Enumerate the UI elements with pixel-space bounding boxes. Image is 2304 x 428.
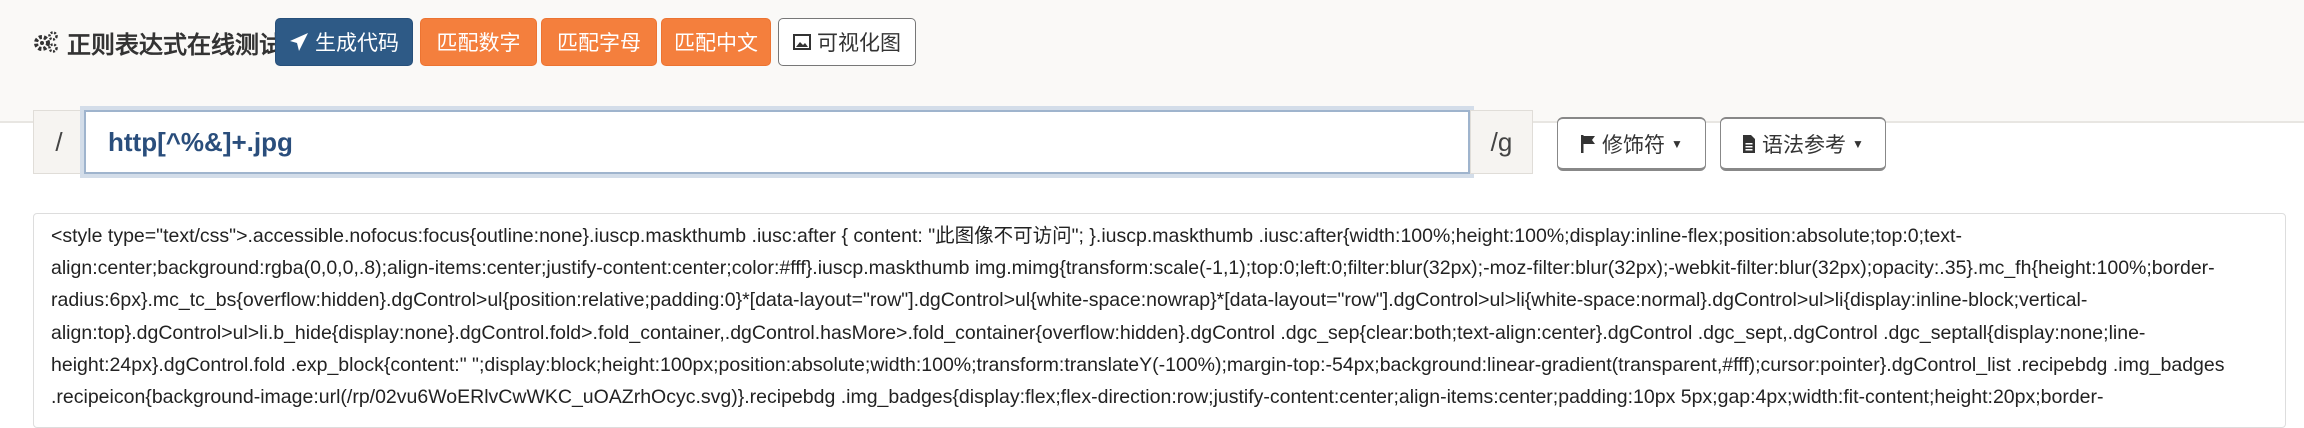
button-label: 匹配中文 <box>674 32 758 55</box>
text-line: radius:6px}.mc_tc_bs{overflow:hidden}.dg… <box>51 289 2088 311</box>
paper-plane-icon <box>290 33 308 51</box>
gears-icon <box>34 31 58 53</box>
visualize-button[interactable]: 可视化图 <box>778 18 916 66</box>
text-line: align:top}.dgControl>ul>li.b_hide{displa… <box>51 322 2146 344</box>
flag-icon <box>1581 134 1596 153</box>
caret-down-icon: ▼ <box>1852 136 1864 151</box>
match-chinese-button[interactable]: 匹配中文 <box>661 18 771 66</box>
caret-down-icon: ▼ <box>1671 136 1683 151</box>
text-line: <style type="text/css">.accessible.nofoc… <box>51 225 1962 247</box>
regex-open-delimiter: / <box>33 110 85 174</box>
button-label: 可视化图 <box>817 32 901 55</box>
page-title: 正则表达式在线测试 <box>33 28 283 59</box>
dropdown-label: 语法参考 <box>1762 133 1847 157</box>
modifier-dropdown[interactable]: 修饰符 ▼ <box>1557 117 1706 171</box>
syntax-reference-dropdown[interactable]: 语法参考 ▼ <box>1720 117 1886 171</box>
regex-input[interactable]: http[^%&]+.jpg <box>84 110 1470 174</box>
button-label: 生成代码 <box>315 32 399 55</box>
title-text: 正则表达式在线测试 <box>67 31 283 59</box>
file-icon <box>1743 134 1756 153</box>
button-label: 匹配字母 <box>557 32 641 55</box>
header-bar: 正则表达式在线测试 生成代码 匹配数字 匹配字母 匹配中文 可视化图 <box>0 0 2304 123</box>
test-text-area[interactable]: <style type="text/css">.accessible.nofoc… <box>33 213 2286 428</box>
text-line: height:24px}.dgControl.fold .exp_block{c… <box>51 354 2225 376</box>
generate-code-button[interactable]: 生成代码 <box>275 18 413 66</box>
match-digits-button[interactable]: 匹配数字 <box>420 18 537 66</box>
image-icon <box>793 34 811 50</box>
regex-flags: /g <box>1470 110 1533 174</box>
button-label: 匹配数字 <box>436 32 521 55</box>
text-line: align:center;background:rgba(0,0,0,.8);a… <box>51 257 2215 279</box>
dropdown-label: 修饰符 <box>1602 133 1666 157</box>
text-line: .recipeicon{background-image:url(/rp/02v… <box>51 386 2104 408</box>
match-letters-button[interactable]: 匹配字母 <box>541 18 657 66</box>
